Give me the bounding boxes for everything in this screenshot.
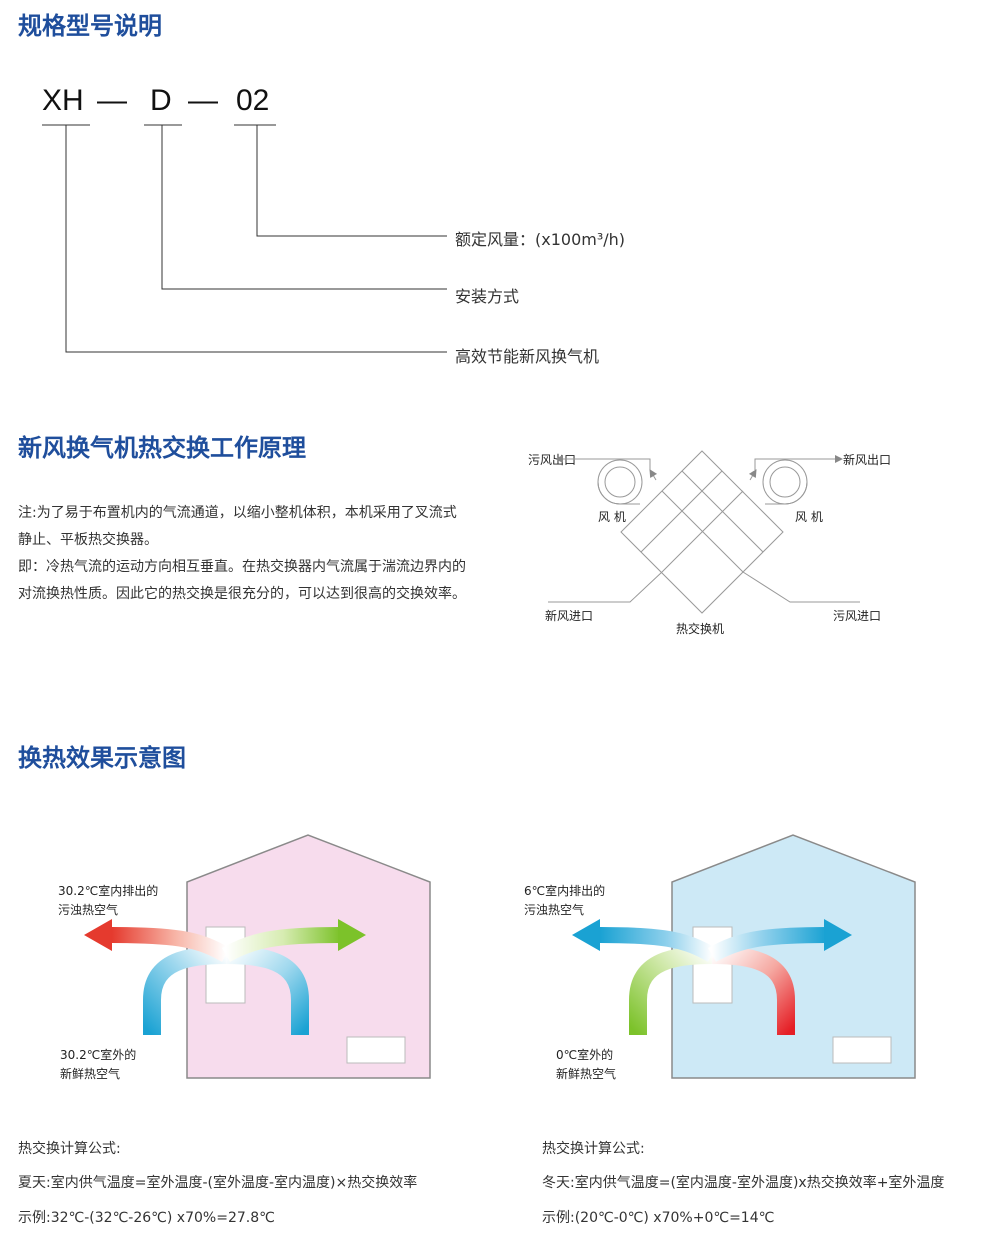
summer-exhaust-label: 污浊热空气 xyxy=(58,903,119,917)
winter-indoor-label: 20℃室内污浊的冷空气 xyxy=(693,1048,818,1062)
summer-outdoor-label: 新鲜热空气 xyxy=(60,1067,121,1081)
model-desc-type: 高效节能新风换气机 xyxy=(455,347,600,366)
summer-outdoor-label: 30.2℃室外的 xyxy=(60,1048,137,1062)
winter-outdoor-label: 新鲜热空气 xyxy=(556,1067,617,1081)
model-code-airflow: 02 xyxy=(236,84,270,117)
label-fan-right: 风 机 xyxy=(795,510,823,524)
principle-text-line: 即：冷热气流的运动方向相互垂直。在热交换器内气流属于湍流边界内的 xyxy=(18,559,466,575)
formula-winter-title: 热交换计算公式: xyxy=(542,1141,645,1157)
section-title-principle: 新风换气机热交换工作原理 xyxy=(18,434,306,462)
heat-exchanger-diagram xyxy=(548,450,860,614)
principle-text-line: 对流换热性质。因此它的热交换是很充分的，可以达到很高的交换效率。 xyxy=(18,586,466,602)
model-code-install: D xyxy=(150,84,172,117)
summer-indoor-label: 26℃室内污浊的冷空气 xyxy=(212,1048,337,1062)
label-exhaust-inlet: 污风进口 xyxy=(833,609,882,623)
section-title-spec: 规格型号说明 xyxy=(18,12,162,40)
label-fan-left: 风 机 xyxy=(598,510,626,524)
formula-winter-example: 示例:(20℃-0℃) x70%+0℃=14℃ xyxy=(542,1210,775,1226)
formula-summer-title: 热交换计算公式: xyxy=(18,1141,121,1157)
model-code-dash: — xyxy=(97,84,127,117)
label-fresh-outlet: 新风出口 xyxy=(843,453,892,467)
winter-house xyxy=(572,834,916,1079)
model-desc-install: 安装方式 xyxy=(455,287,520,306)
winter-exhaust-label: 污浊热空气 xyxy=(524,903,585,917)
section-title-effect: 换热效果示意图 xyxy=(18,744,186,772)
model-tree-lines xyxy=(42,124,447,353)
principle-description: 注:为了易于布置机内的气流通道，以缩小整机体积，本机采用了叉流式 静止、平板热交… xyxy=(18,500,518,608)
formula-winter-equation: 冬天:室内供气温度=(室内温度-室外温度)x热交换效率+室外温度 xyxy=(542,1175,945,1191)
model-code-series: XH xyxy=(42,84,84,117)
label-heat-exchanger: 热交换机 xyxy=(676,622,725,636)
winter-outdoor-label: 0℃室外的 xyxy=(556,1048,614,1062)
label-fresh-inlet: 新风进口 xyxy=(545,609,594,623)
principle-text-line: 注:为了易于布置机内的气流通道，以缩小整机体积，本机采用了叉流式 xyxy=(18,505,457,521)
summer-house xyxy=(84,834,431,1079)
winter-exhaust-label: 6℃室内排出的 xyxy=(524,884,606,898)
model-desc-airflow: 额定风量：(x100m³/h) xyxy=(455,230,626,249)
formula-summer-equation: 夏天:室内供气温度=室外温度-(室外温度-室内温度)×热交换效率 xyxy=(18,1175,418,1191)
winter-mode-label: 暖气机 xyxy=(843,1046,880,1060)
principle-text-line: 静止、平板热交换器。 xyxy=(18,532,158,548)
summer-supply-label: 27.8℃热交换器供给的新鲜冷空气 xyxy=(226,898,411,912)
summer-mode-label: 冷气机 xyxy=(357,1046,394,1060)
winter-supply-label: 14℃热交换器供给的新鲜冷空气 xyxy=(715,898,888,912)
summer-exhaust-label: 30.2℃室内排出的 xyxy=(58,884,159,898)
model-code-dash: — xyxy=(188,84,218,117)
formula-summer-example: 示例:32℃-(32℃-26℃) x70%=27.8℃ xyxy=(18,1210,275,1226)
label-exhaust-outlet: 污风出口 xyxy=(528,453,577,467)
